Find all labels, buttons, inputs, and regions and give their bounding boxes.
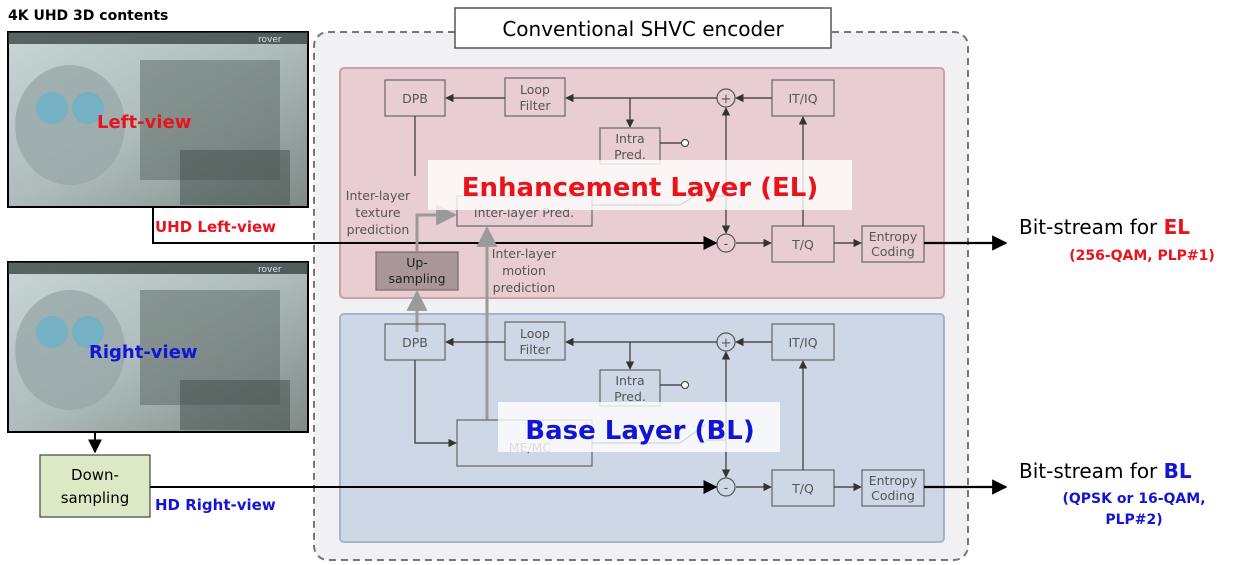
texture-prediction-annotation: Inter-layer texture prediction [346,188,411,237]
left-view-thumbnail: rover Left-view [7,31,309,208]
downsampling-label-2: sampling [61,489,130,507]
downsampling-block: Down- sampling [39,454,151,518]
downsampling-label-1: Down- [71,466,119,484]
upsampling-label-2: sampling [388,271,445,286]
bl-output-label: Bit-stream for BL (QPSK or 16-QAM, PLP#2… [1019,459,1206,528]
svg-text:-: - [724,481,729,496]
right-view-label: Right-view [89,342,198,363]
el-entropy-coding-block: Entropy Coding [861,225,925,263]
el-output-layer: EL [1164,215,1191,239]
el-intra-pred-label-2: Pred. [614,147,646,162]
el-entropy-label-1: Entropy [869,229,918,244]
texture-label-3: prediction [347,222,410,237]
bl-intra-pred-label-2: Pred. [614,389,646,404]
bl-output-layer: BL [1164,459,1192,483]
el-loop-filter-label-1: Loop [520,82,550,97]
el-output-detail: (256-QAM, PLP#1) [1069,248,1215,264]
el-entropy-label-2: Coding [871,244,915,259]
uhd-left-view-label: UHD Left-view [155,218,276,236]
motion-label-3: prediction [493,280,556,295]
bl-dpb-label: DPB [402,335,428,350]
encoder-title-box [454,7,832,49]
bl-entropy-label-1: Entropy [869,473,918,488]
base-layer-title: Base Layer (BL) [525,416,754,446]
texture-label-2: texture [355,205,400,220]
upsampling-label-1: Up- [406,255,428,270]
svg-text:+: + [721,336,732,351]
bl-loop-filter-label-2: Filter [520,342,552,357]
bl-loop-filter-block: Loop Filter [504,321,566,361]
left-view-label: Left-view [97,112,191,133]
encoder-title: Conventional SHVC encoder [502,17,784,41]
hd-right-view-label: HD Right-view [155,496,276,514]
bl-loop-filter-label-1: Loop [520,326,550,341]
texture-label-1: Inter-layer [346,188,411,203]
el-output-prefix: Bit-stream for [1019,215,1164,239]
svg-text:Bit-stream for BL: Bit-stream for BL [1019,459,1192,483]
content-title: 4K UHD 3D contents [8,8,168,24]
el-itiq-label: IT/IQ [788,91,817,106]
enhancement-layer-title: Enhancement Layer (EL) [462,173,818,203]
bl-itiq-label: IT/IQ [788,335,817,350]
el-dpb-label: DPB [402,91,428,106]
motion-label-2: motion [502,263,546,278]
bl-entropy-coding-block: Entropy Coding [861,469,925,507]
bl-intra-pred-block: Intra Pred. [599,369,661,407]
el-output-label: Bit-stream for EL (256-QAM, PLP#1) [1019,215,1215,264]
svg-text:Bit-stream for EL: Bit-stream for EL [1019,215,1190,239]
right-thumb-brand: rover [258,265,282,275]
upsampling-block: Up- sampling [375,251,459,291]
svg-text:+: + [721,92,732,107]
el-intra-pred-label-1: Intra [615,131,644,146]
el-tq-label: T/Q [791,237,814,252]
bl-tq-label: T/Q [791,481,814,496]
motion-prediction-annotation: Inter-layer motion prediction [492,246,557,295]
left-thumb-brand: rover [258,35,282,45]
bl-output-detail-2: PLP#2) [1105,512,1162,528]
bl-entropy-label-2: Coding [871,488,915,503]
motion-label-1: Inter-layer [492,246,557,261]
bl-intra-pred-label-1: Intra [615,373,644,388]
el-loop-filter-label-2: Filter [520,98,552,113]
bl-output-detail-1: (QPSK or 16-QAM, [1062,491,1205,507]
el-loop-filter-block: Loop Filter [504,77,566,117]
bl-output-prefix: Bit-stream for [1019,459,1164,483]
right-view-thumbnail: rover Right-view [7,261,309,433]
svg-text:-: - [724,237,729,252]
